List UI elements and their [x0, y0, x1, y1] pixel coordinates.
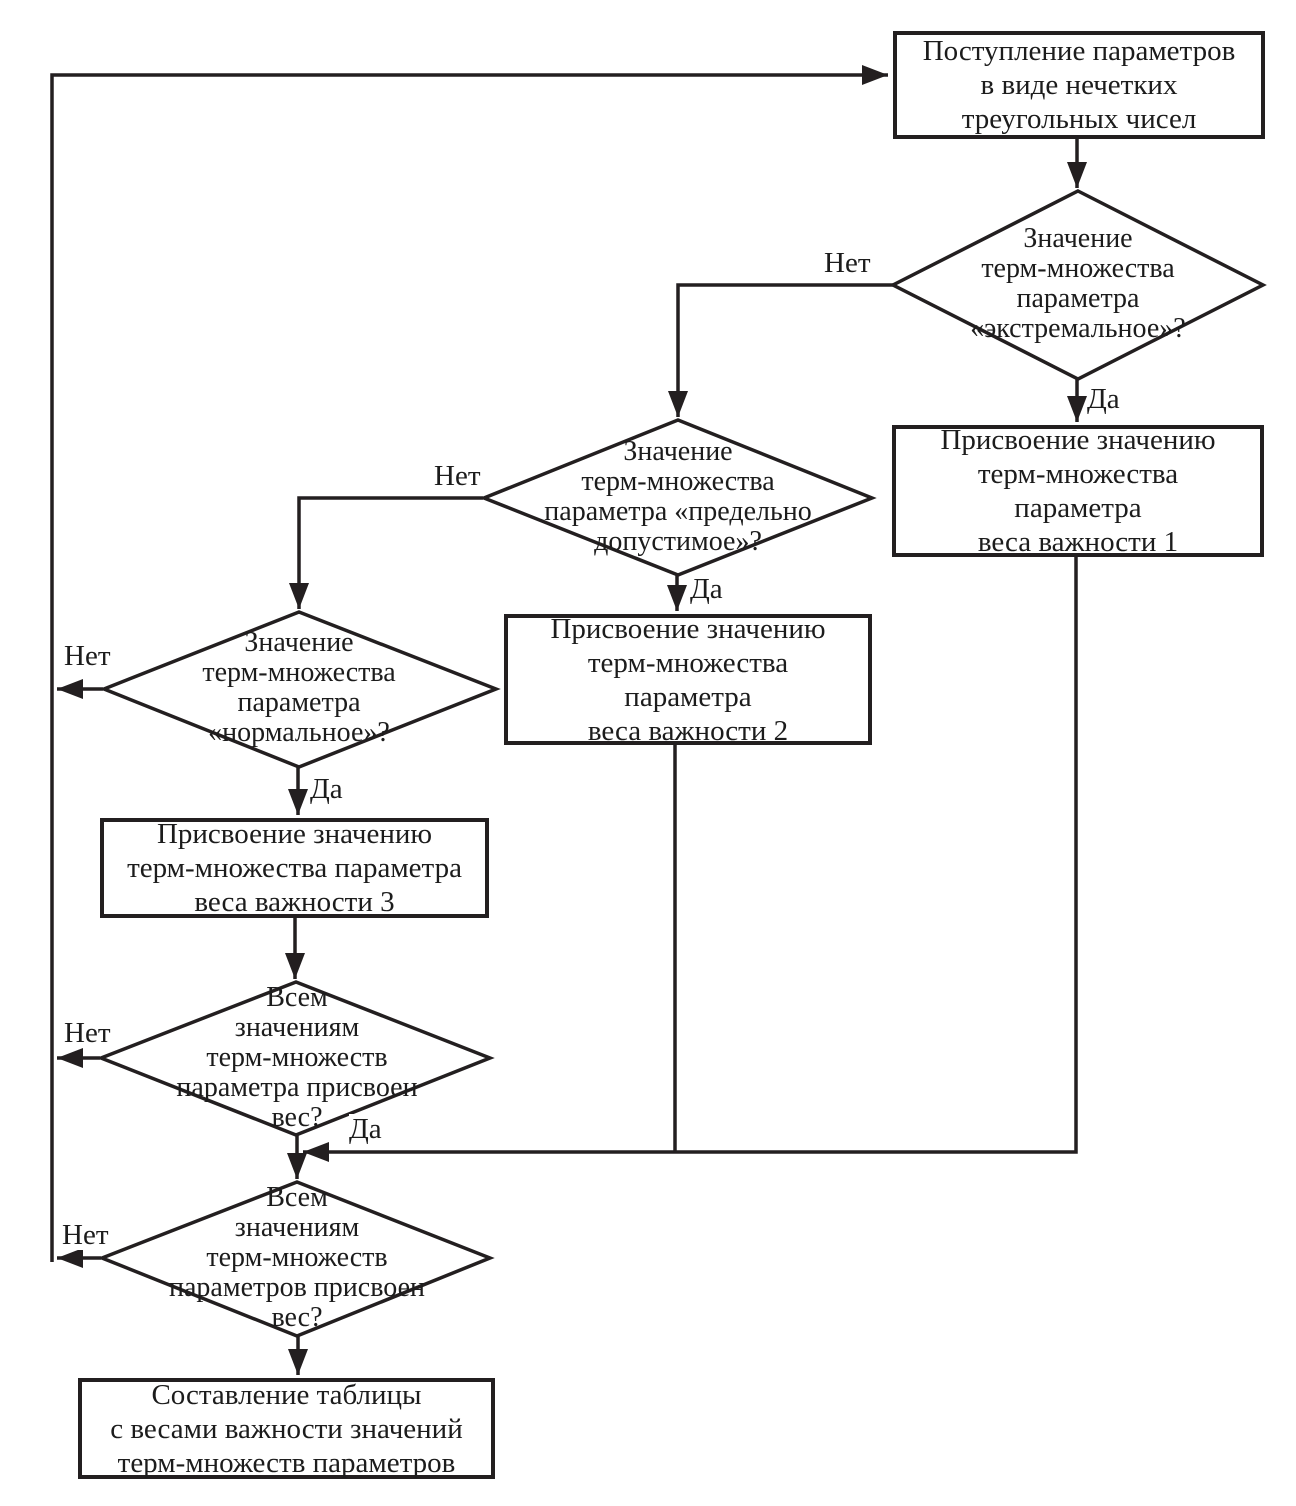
edge-extremal-no [668, 283, 894, 417]
diamond-limit [479, 418, 877, 577]
assign-weight-2-box: Присвоение значению терм-множества парам… [504, 613, 872, 747]
limit-yes-label: Да [690, 573, 723, 605]
diamond-extremal [889, 189, 1267, 381]
allvalues-no-label: Нет [64, 1017, 111, 1049]
edge-feedback-to-start [50, 65, 888, 1262]
diamond-normal [99, 610, 501, 769]
assign-weight-1-box: Присвоение значению терм-множества парам… [892, 424, 1264, 558]
allparams-no-label: Нет [62, 1219, 109, 1251]
final-box: Составление таблицы с весами важности зн… [78, 1378, 495, 1479]
diamond-allvalues [96, 980, 495, 1137]
diamond-allparams [97, 1180, 495, 1338]
extremal-yes-label: Да [1087, 383, 1120, 415]
start-box: Поступление параметров в виде нечетких т… [893, 31, 1265, 139]
edge-limit-no [289, 496, 483, 609]
allvalues-yes-label: Да [349, 1113, 382, 1145]
normal-yes-label: Да [310, 773, 343, 805]
limit-no-label: Нет [434, 460, 481, 492]
normal-no-label: Нет [64, 640, 111, 672]
edge-weight1-merge [303, 556, 1078, 1162]
extremal-no-label: Нет [824, 247, 871, 279]
assign-weight-3-box: Присвоение значению терм-множества парам… [100, 818, 489, 918]
